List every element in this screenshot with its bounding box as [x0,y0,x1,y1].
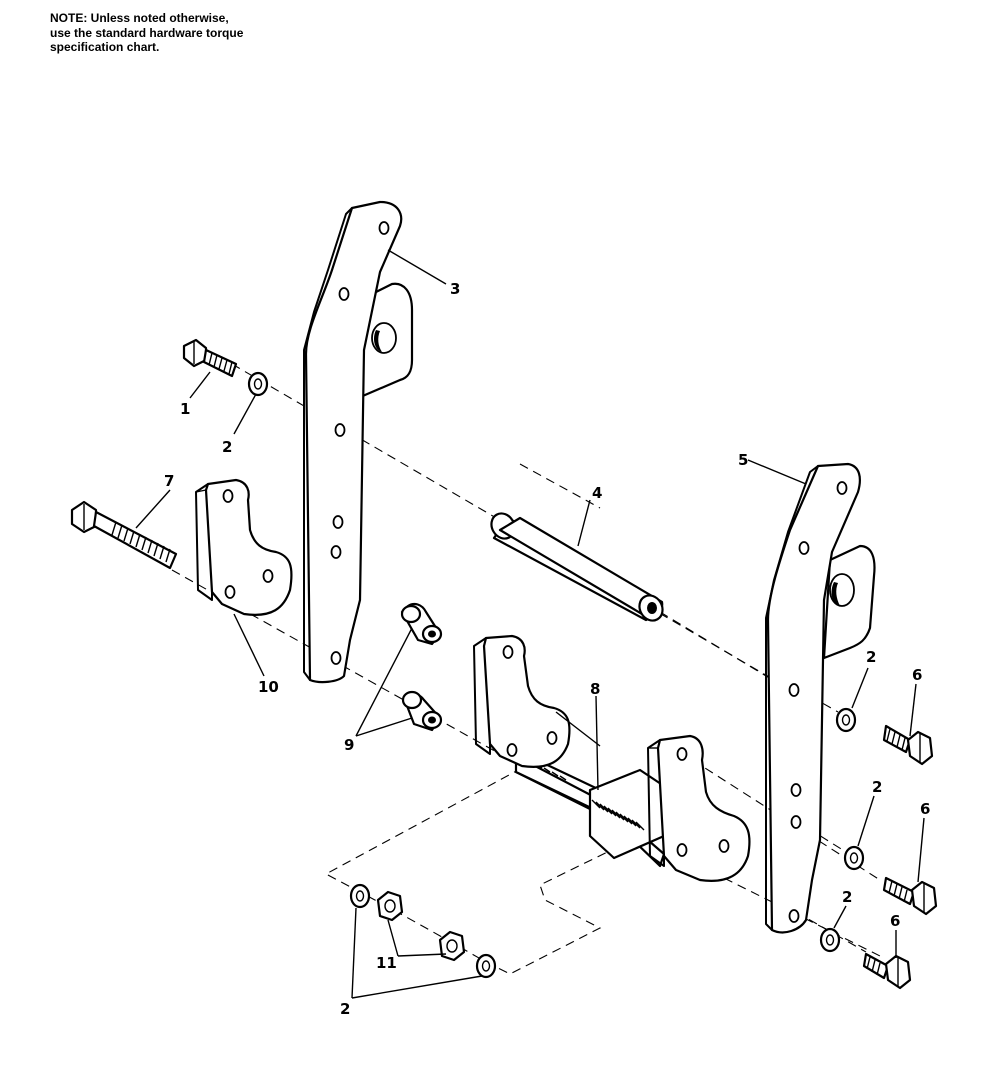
leader-lines [135,249,925,999]
callout-6-bottom: 6 [890,912,900,930]
bolt-right-3 [862,952,912,990]
lock-washer-1 [247,371,269,397]
lock-washer-6 [475,953,497,979]
left-side-plate [303,200,414,684]
bolt-small [182,338,238,378]
callout-3: 3 [450,280,460,298]
lock-washer-5 [349,883,371,909]
callout-10: 10 [258,678,279,696]
callout-2-right-mid: 2 [872,778,882,796]
callout-6-mid: 6 [920,800,930,818]
callout-numbers: 1 2 3 4 5 7 8 9 10 2 6 2 6 2 6 11 2 [164,280,930,1018]
callout-4: 4 [592,484,602,502]
callout-2-right-top: 2 [866,648,876,666]
callout-6-top: 6 [912,666,922,684]
lock-washer-2 [835,707,857,733]
center-cradle [473,634,751,882]
bolt-right-2 [882,876,938,916]
spacer-lower [401,690,443,732]
callout-2-upper: 2 [222,438,232,456]
callout-1: 1 [180,400,190,418]
callout-2-bottom: 2 [340,1000,350,1018]
bolt-long [70,500,178,570]
note-line-3: specification chart. [50,40,160,54]
note-line-1: NOTE: Unless noted otherwise, [50,11,229,25]
spacer-upper [400,602,443,646]
callout-5: 5 [738,451,748,469]
torque-note: NOTE: Unless noted otherwise, use the st… [50,11,243,55]
callout-8: 8 [590,680,600,698]
callout-2-right-bottom: 2 [842,888,852,906]
note-line-2: use the standard hardware torque [50,25,244,40]
callout-11: 11 [376,954,397,972]
bolt-right-1 [882,724,934,766]
lock-washer-3 [843,845,865,871]
left-bracket [195,478,293,616]
right-side-plate [765,462,876,934]
hex-nut-1 [376,890,404,922]
hex-nut-2 [438,930,466,962]
callout-7: 7 [164,472,174,490]
callout-9: 9 [344,736,354,754]
pin-tube [490,512,664,622]
lock-washer-4 [819,927,841,953]
